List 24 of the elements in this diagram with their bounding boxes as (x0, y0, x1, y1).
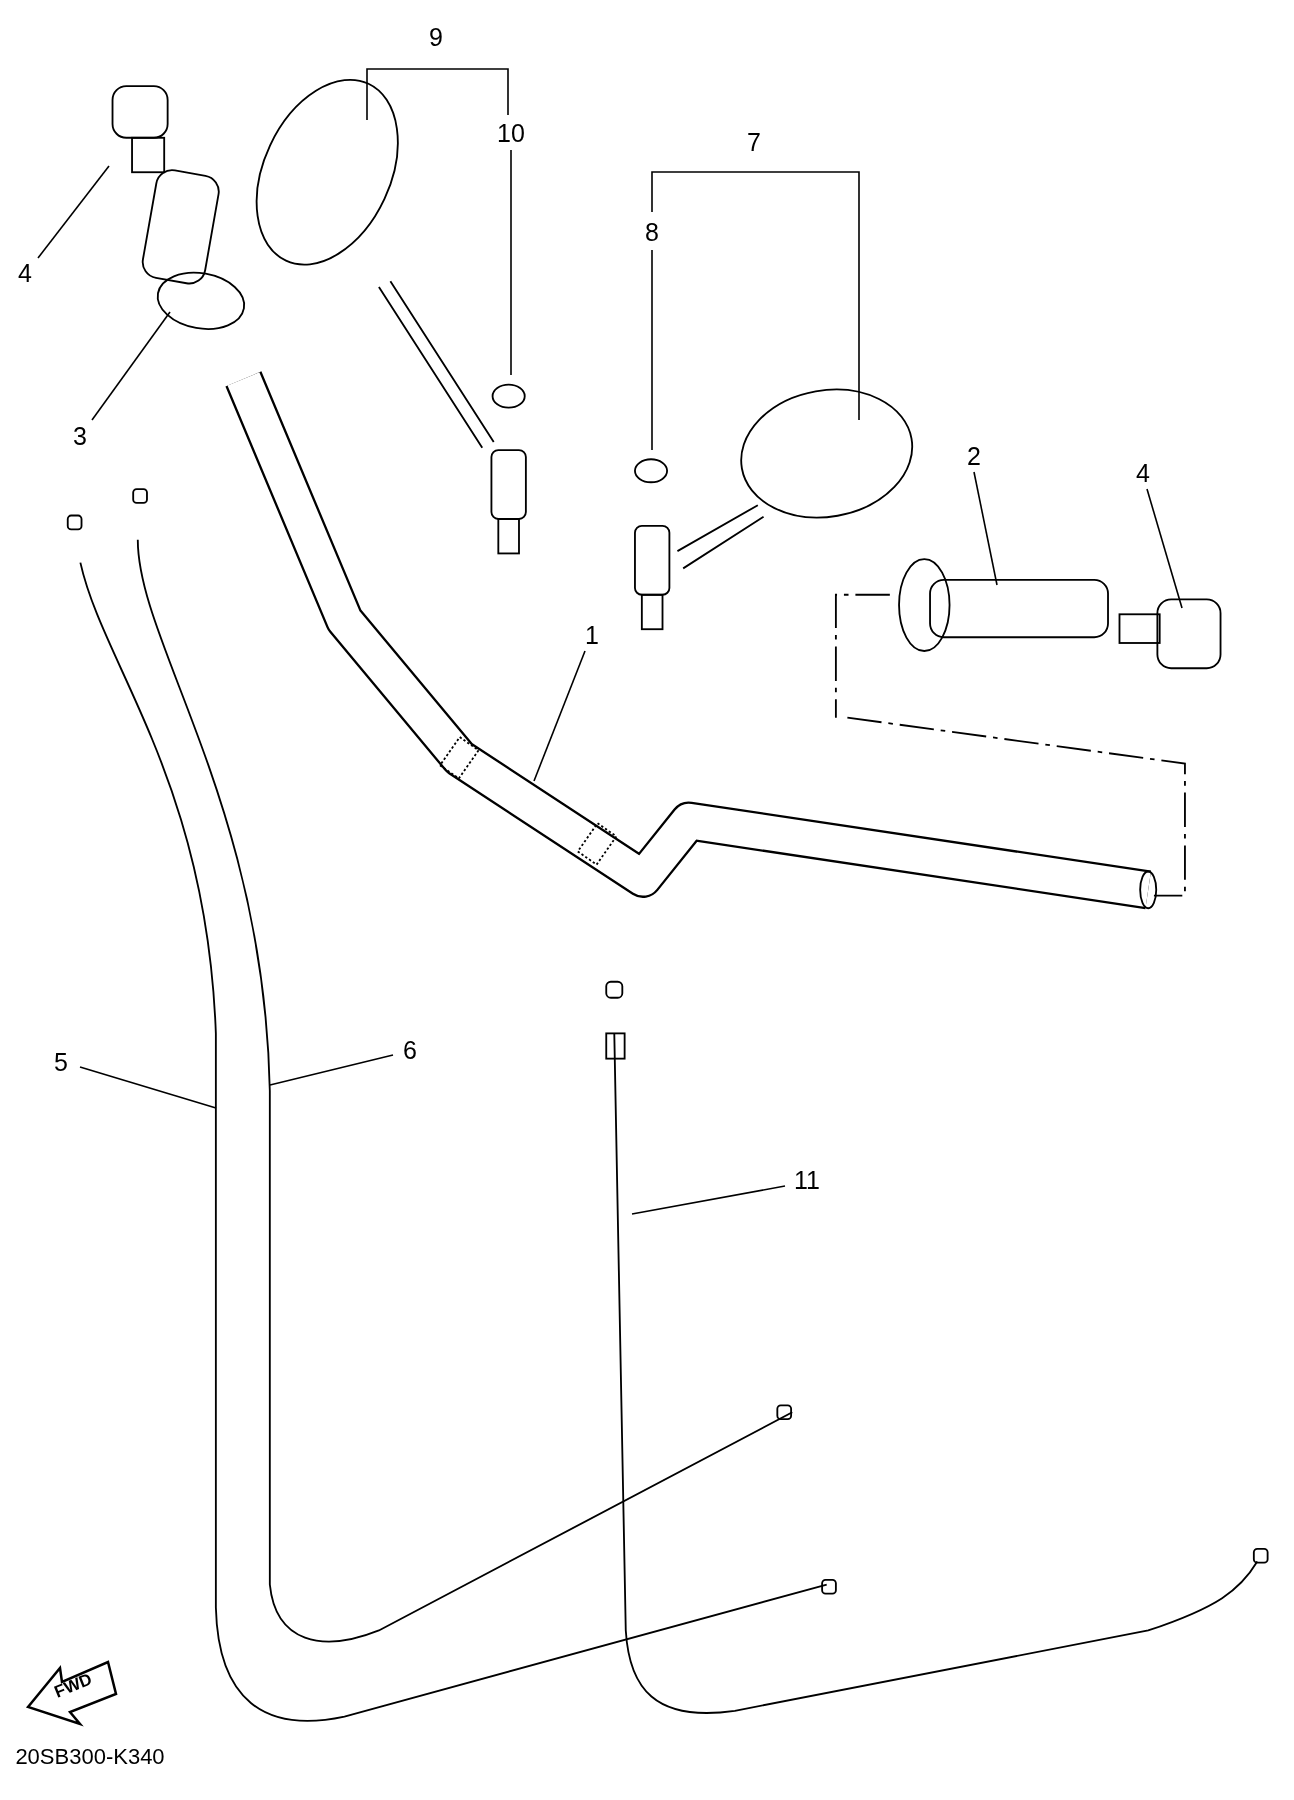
callout-number: 3 (58, 422, 102, 450)
callout-number: 2 (952, 442, 996, 470)
leader-line (510, 149, 512, 376)
leader-line (1146, 488, 1183, 609)
leader-line (973, 471, 998, 586)
callout-number: 11 (785, 1166, 829, 1194)
callout-number: 5 (39, 1048, 83, 1076)
leader-line (533, 650, 586, 782)
callout-number: 1 (570, 621, 614, 649)
callout-number: 4 (3, 259, 47, 287)
leader-line (79, 1066, 217, 1109)
callout-number: 7 (746, 128, 762, 156)
callout-number: 6 (388, 1036, 432, 1064)
leader-line (651, 249, 653, 451)
callout-number: 10 (489, 119, 533, 147)
callout-number: 8 (630, 218, 674, 246)
callout-number: 4 (1121, 459, 1165, 487)
leader-line (269, 1054, 394, 1086)
direction-label: FWD (50, 1668, 96, 1704)
callout-number: 9 (428, 23, 444, 51)
leader-line (37, 165, 110, 259)
leader-line (631, 1185, 786, 1215)
leader-line (91, 311, 171, 421)
part-code: 20SB300-K340 (14, 1743, 166, 1771)
